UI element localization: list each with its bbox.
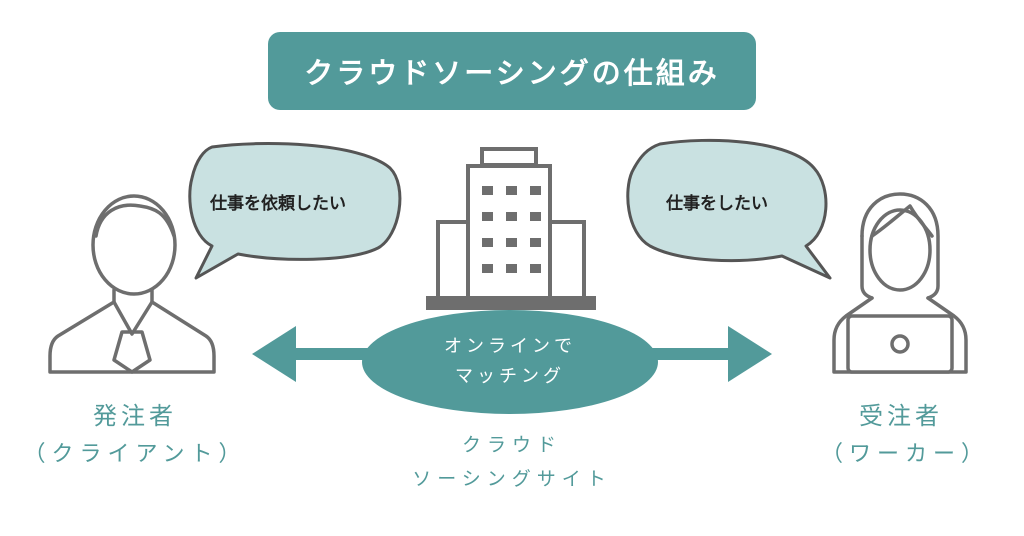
client-role: 発注者 <box>93 402 177 430</box>
client-speech-text: 仕事を依頼したい <box>210 194 346 214</box>
platform-label: クラウド ソーシングサイト <box>382 428 642 496</box>
title-banner: クラウドソーシングの仕組み <box>268 32 756 110</box>
platform-line-2: ソーシングサイト <box>412 468 612 490</box>
matching-ellipse <box>362 310 658 414</box>
laptop-icon <box>846 314 954 374</box>
client-person-icon <box>48 194 216 374</box>
platform-line-1: クラウド <box>461 434 562 456</box>
worker-role-sub: （ワーカー） <box>820 442 989 467</box>
worker-speech-bubble <box>626 138 832 280</box>
client-role-sub: （クライアント） <box>23 442 247 467</box>
worker-speech-text: 仕事をしたい <box>666 194 768 214</box>
matching-line-2: マッチング <box>455 366 565 387</box>
building-windows <box>482 186 541 273</box>
client-speech-bubble <box>188 142 402 280</box>
matching-label: オンラインで マッチング <box>372 332 648 392</box>
building-icon <box>426 147 596 310</box>
worker-role: 受注者 <box>859 402 943 430</box>
diagram-title: クラウドソーシングの仕組み <box>304 56 720 90</box>
matching-line-1: オンラインで <box>444 336 576 357</box>
